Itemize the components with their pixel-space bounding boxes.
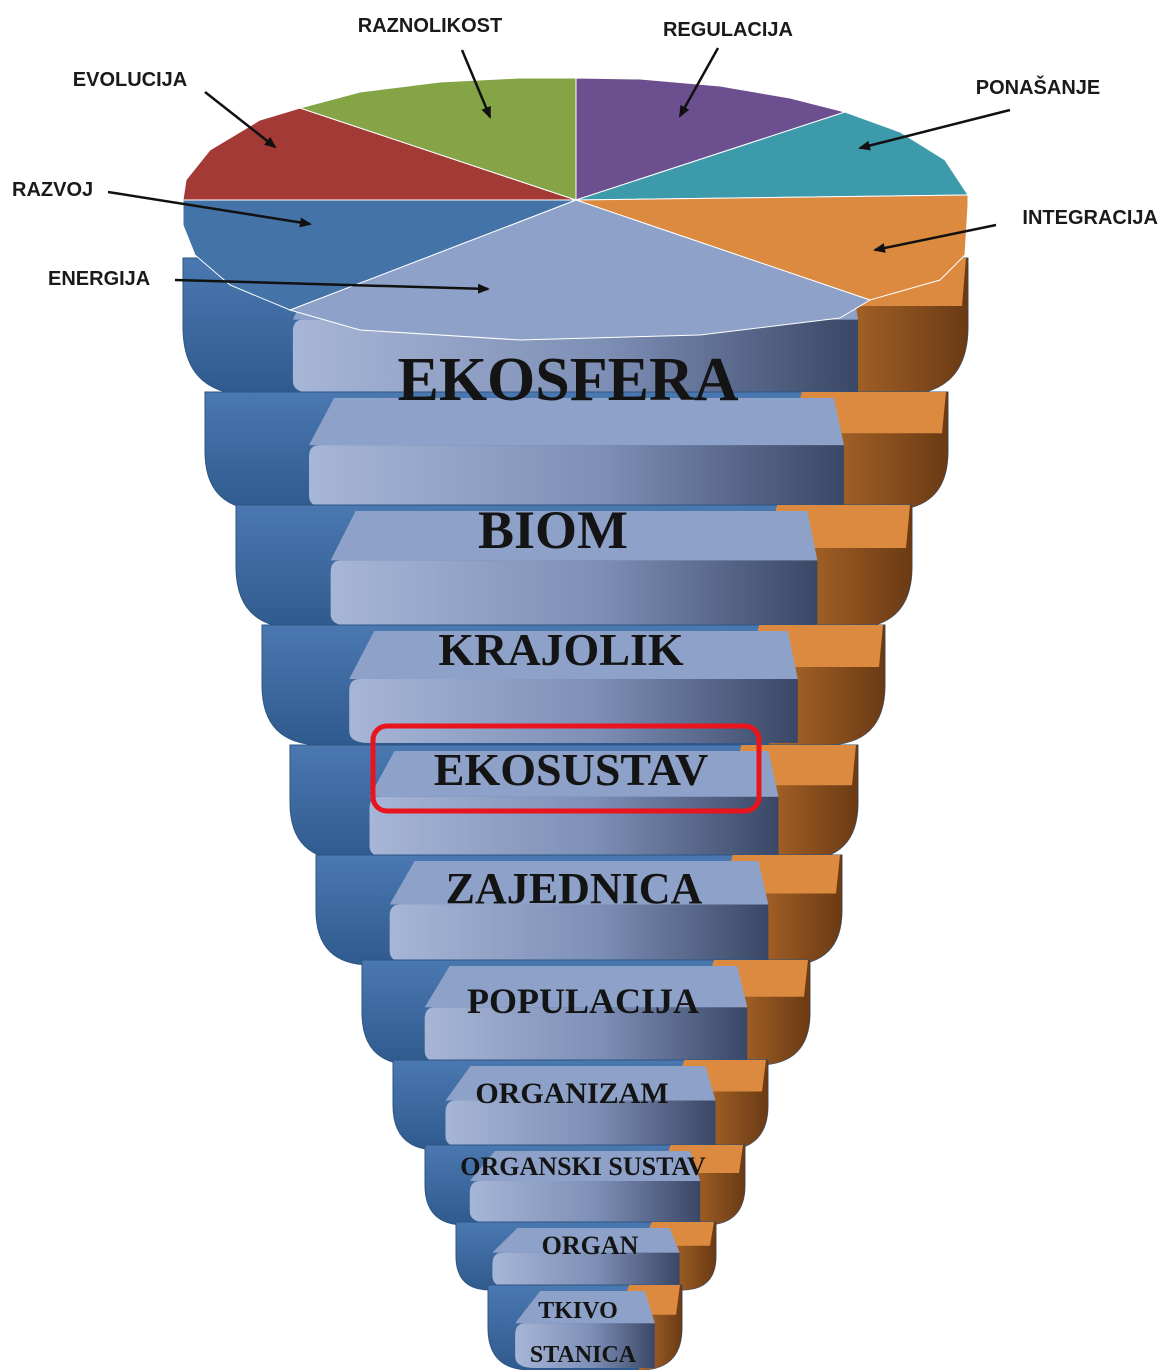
tier-top-face [309, 398, 844, 446]
tier-top-face [492, 1228, 680, 1253]
tier-front-band [369, 796, 779, 858]
tier-front-band [309, 445, 844, 508]
level-label-6: POPULACIJA [467, 981, 699, 1021]
tier-top-face [445, 1066, 716, 1101]
top-pie [182, 77, 969, 341]
tier-7 [361, 959, 811, 1066]
tier-front-band [349, 679, 798, 743]
tier-6 [315, 854, 843, 966]
tier-4 [261, 624, 886, 746]
tier-front-band [424, 1007, 748, 1063]
tier-10 [455, 1221, 717, 1291]
tier-top-face [469, 1151, 701, 1181]
arrow-integracija [873, 223, 997, 253]
slice-energija [288, 199, 872, 341]
tier-front-band [469, 1181, 701, 1223]
callout-arrows [107, 47, 1011, 294]
tier-top-face [424, 966, 748, 1008]
tier-top-face [515, 1291, 655, 1324]
arrow-razvoj [107, 190, 312, 228]
callout-razvoj: RAZVOJ [12, 179, 93, 201]
tier-8 [392, 1059, 769, 1151]
tier-11 [487, 1284, 683, 1370]
tier-2 [204, 391, 949, 511]
level-label-1: EKOSFERA [397, 346, 738, 414]
tier-5 [289, 744, 859, 861]
level-label-3: KRAJOLIK [438, 624, 684, 675]
callout-integracija: INTEGRACIJA [1022, 207, 1158, 229]
callout-evolucija: EVOLUCIJA [73, 69, 187, 91]
arrow-raznolikost [460, 49, 492, 119]
tier-front-band [515, 1323, 655, 1368]
arrow-evolucija [204, 91, 277, 149]
level-label-10: TKIVO [538, 1298, 618, 1324]
cone-tiers [182, 257, 969, 1370]
callout-energija: ENERGIJA [48, 268, 150, 290]
tier-top-face [369, 751, 779, 797]
level-label-7: ORGANIZAM [475, 1077, 668, 1110]
tier-front-band [492, 1252, 680, 1288]
level-label-5: ZAJEDNICA [446, 864, 703, 913]
arrow-energija [174, 278, 490, 294]
level-label-2: BIOM [478, 500, 628, 560]
callout-raznolikost: RAZNOLIKOST [358, 15, 502, 37]
tier-front-band [445, 1100, 716, 1148]
tier-front-band [330, 560, 818, 626]
tier-top-face [330, 511, 818, 561]
tier-front-band [292, 319, 859, 393]
tier-top-face [389, 861, 769, 905]
tier-top-face [349, 631, 798, 679]
highlight-box [370, 723, 762, 814]
arrow-regulacija [678, 47, 720, 118]
level-label-9: ORGAN [542, 1231, 639, 1260]
arrow-ponasanje [858, 108, 1011, 151]
tier-9 [424, 1144, 746, 1226]
callout-labels: RAZNOLIKOST REGULACIJA EVOLUCIJA PONAŠAN… [12, 15, 1158, 290]
callout-regulacija: REGULACIJA [663, 19, 793, 41]
level-label-11: STANICA [530, 1342, 637, 1368]
tier-3 [235, 504, 913, 629]
tier-front-band [389, 904, 769, 963]
level-label-4: EKOSUSTAV [434, 744, 708, 795]
level-label-8: ORGANSKI SUSTAV [460, 1152, 706, 1181]
level-labels: EKOSFERA BIOM KRAJOLIK EKOSUSTAV ZAJEDNICA PO… [397, 346, 738, 1368]
callout-ponasanje: PONAŠANJE [976, 75, 1100, 99]
